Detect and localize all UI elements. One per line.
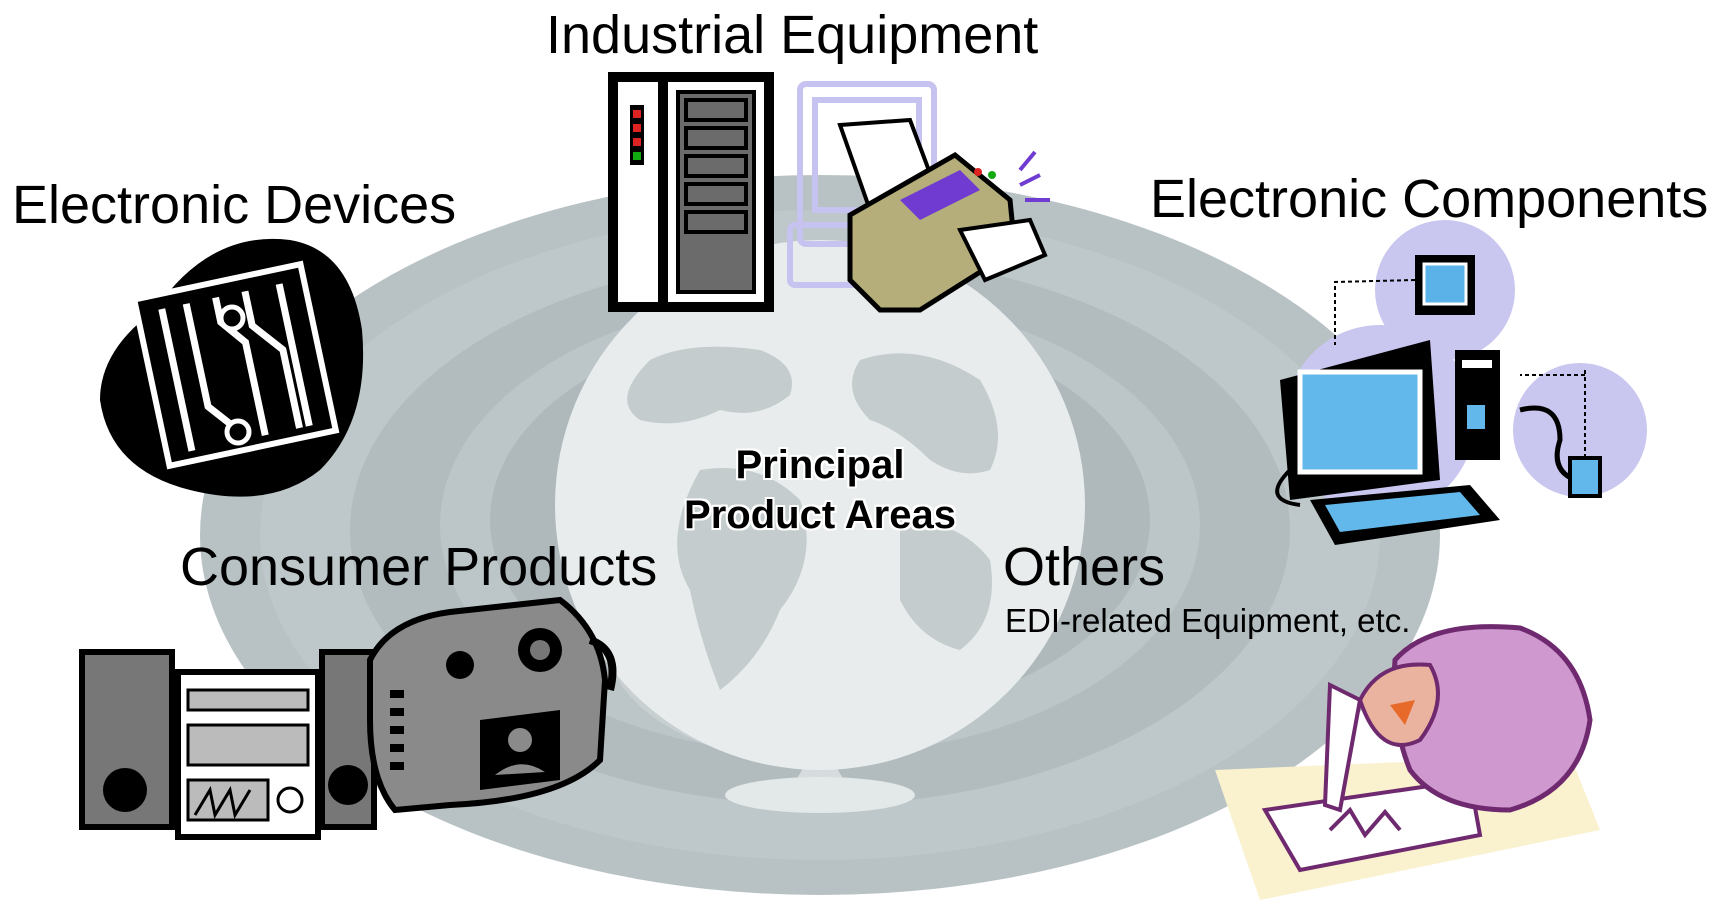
printer-icon <box>837 117 1050 313</box>
label-electronic-devices: Electronic Devices <box>12 175 457 235</box>
stereo-system-icon <box>79 649 377 840</box>
globe-icon <box>555 240 1085 813</box>
video-camera-icon <box>367 596 617 814</box>
center-title: Principal Product Areas <box>640 440 1000 540</box>
label-others-subtitle: EDI-related Equipment, etc. <box>1005 602 1411 639</box>
center-title-line1: Principal <box>735 443 905 487</box>
label-consumer-products: Consumer Products <box>180 537 658 597</box>
server-rack-icon <box>608 72 774 312</box>
center-title-line2: Product Areas <box>684 493 956 537</box>
label-electronic-components: Electronic Components <box>1150 169 1709 229</box>
computer-desktop-icon <box>1275 220 1647 545</box>
signing-person-icon <box>1215 624 1600 900</box>
circuit-chip-icon <box>100 238 364 497</box>
label-industrial-equipment: Industrial Equipment <box>546 5 1039 65</box>
label-others: Others <box>1003 537 1166 597</box>
